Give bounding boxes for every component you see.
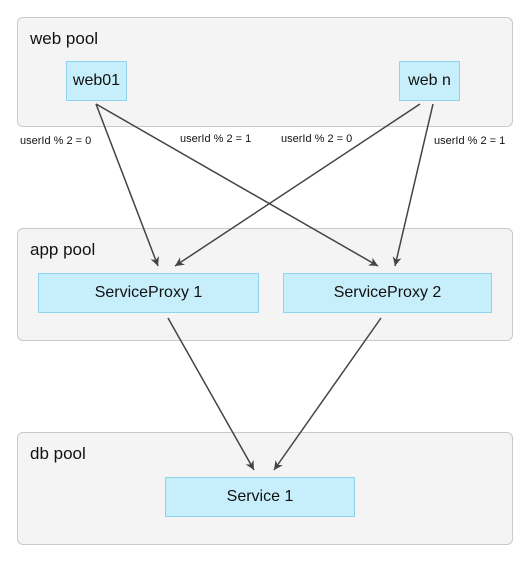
db-pool-title: db pool	[30, 444, 86, 463]
node-web01[interactable]: web01	[66, 61, 127, 101]
node-web-n[interactable]: web n	[399, 61, 460, 101]
web-pool-title: web pool	[30, 29, 99, 48]
edge-label-webn-proxy2: userId % 2 = 1	[434, 135, 506, 147]
app-pool-title: app pool	[30, 240, 96, 259]
edge-label-web01-proxy1: userId % 2 = 0	[20, 135, 92, 147]
edge-label-webn-proxy1: userId % 2 = 0	[281, 133, 353, 145]
node-service-proxy-2[interactable]: ServiceProxy 2	[283, 273, 492, 313]
node-service-proxy-1[interactable]: ServiceProxy 1	[38, 273, 259, 313]
node-service-1[interactable]: Service 1	[165, 477, 355, 517]
edge-label-web01-proxy2: userId % 2 = 1	[180, 133, 252, 145]
